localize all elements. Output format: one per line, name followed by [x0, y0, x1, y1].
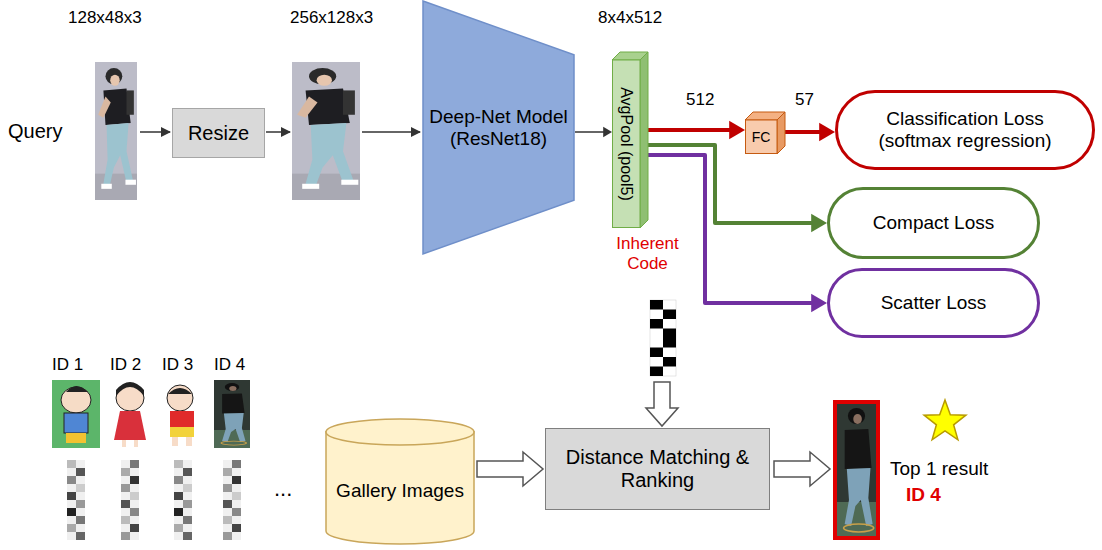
- cube-side: [640, 52, 648, 228]
- node-label: Compact Loss: [846, 212, 1021, 234]
- input-label: Query: [8, 120, 62, 143]
- fc-layer: FC: [745, 112, 785, 154]
- gallery-cartoon-3: [158, 380, 208, 448]
- hollow-arrow: [646, 382, 678, 426]
- node-sublabel: (ResNet18): [428, 128, 569, 150]
- connector: [648, 121, 745, 140]
- cube-front: [613, 60, 641, 228]
- trapezoid-outline: [423, 1, 574, 254]
- arrow-head: [729, 121, 745, 140]
- hollow-arrow: [774, 452, 830, 486]
- gallery-photo-4: [214, 380, 250, 448]
- resized-image: [292, 62, 360, 200]
- connector: [785, 123, 835, 142]
- node-label: Resize: [181, 122, 256, 145]
- arrow-head: [811, 294, 827, 313]
- node-label: Distance Matching & Ranking: [554, 446, 761, 492]
- connector: [648, 155, 827, 312]
- node-label: AvgPool (pool5): [617, 63, 635, 225]
- result-id: ID 4: [906, 484, 941, 506]
- node-label: Deep-Net Model: [428, 106, 569, 128]
- node-label: Scatter Loss: [846, 292, 1021, 314]
- id-label: ID 2: [110, 355, 141, 375]
- flow-arrow: [266, 131, 290, 133]
- flow-arrow: [140, 131, 170, 133]
- gallery-code-3: [174, 460, 192, 540]
- arrow-head: [603, 127, 612, 137]
- gallery-code-4: [223, 460, 241, 540]
- node-label: Classification Loss: [854, 108, 1076, 130]
- cylinder-body: [326, 431, 474, 544]
- id-label: ID 3: [162, 355, 193, 375]
- node-label: FC: [745, 129, 777, 145]
- dimension-label: 57: [795, 90, 814, 110]
- loss-box: Scatter Loss: [827, 268, 1040, 338]
- cube-front: [746, 120, 778, 154]
- hollow-arrow: [477, 452, 543, 486]
- dimension-label: 256x128x3: [290, 8, 373, 28]
- process-box: Distance Matching & Ranking: [545, 428, 770, 510]
- cube-side: [777, 112, 785, 154]
- database-cylinder: Gallery Images: [325, 418, 475, 544]
- connector: [477, 452, 543, 486]
- connector-line: [575, 131, 604, 133]
- dimension-label: 8x4x512: [598, 8, 662, 28]
- inherent-code-strip: [650, 300, 676, 376]
- connector: [648, 145, 827, 232]
- top-result-image: [835, 402, 878, 538]
- dimension-label: 512: [686, 90, 714, 110]
- gallery-code-1: [67, 460, 85, 540]
- connector: [575, 127, 612, 137]
- gallery-cartoon-2: [106, 380, 154, 448]
- arrow-head: [811, 214, 827, 233]
- id-label: ID 1: [52, 355, 83, 375]
- cylinder-top: [326, 419, 474, 445]
- model-trapezoid: Deep-Net Model(ResNet18): [422, 0, 575, 255]
- loss-box: Classification Loss(softmax regression): [835, 90, 1095, 170]
- code-label: Inherent Code: [600, 234, 695, 273]
- loss-box: Compact Loss: [827, 187, 1040, 259]
- gallery-cartoon-1: [52, 380, 100, 448]
- node-sublabel: (softmax regression): [854, 130, 1076, 152]
- dimension-label: 128x48x3: [68, 8, 142, 28]
- result-label: Top 1 result: [890, 458, 988, 480]
- ellipsis: ...: [274, 476, 292, 501]
- connector-line: [648, 155, 812, 303]
- node-label: Gallery Images: [333, 480, 467, 502]
- flow-arrow: [362, 131, 420, 133]
- pool-layer: AvgPool (pool5): [612, 52, 648, 228]
- process-box: Resize: [172, 108, 265, 158]
- gallery-code-2: [121, 460, 139, 540]
- connector-line: [785, 130, 820, 134]
- star-icon: [924, 400, 966, 440]
- id-label: ID 4: [214, 355, 245, 375]
- arrow-head: [819, 123, 835, 142]
- query-image: [95, 62, 137, 200]
- result-frame: [835, 402, 878, 538]
- connector-line: [648, 128, 730, 132]
